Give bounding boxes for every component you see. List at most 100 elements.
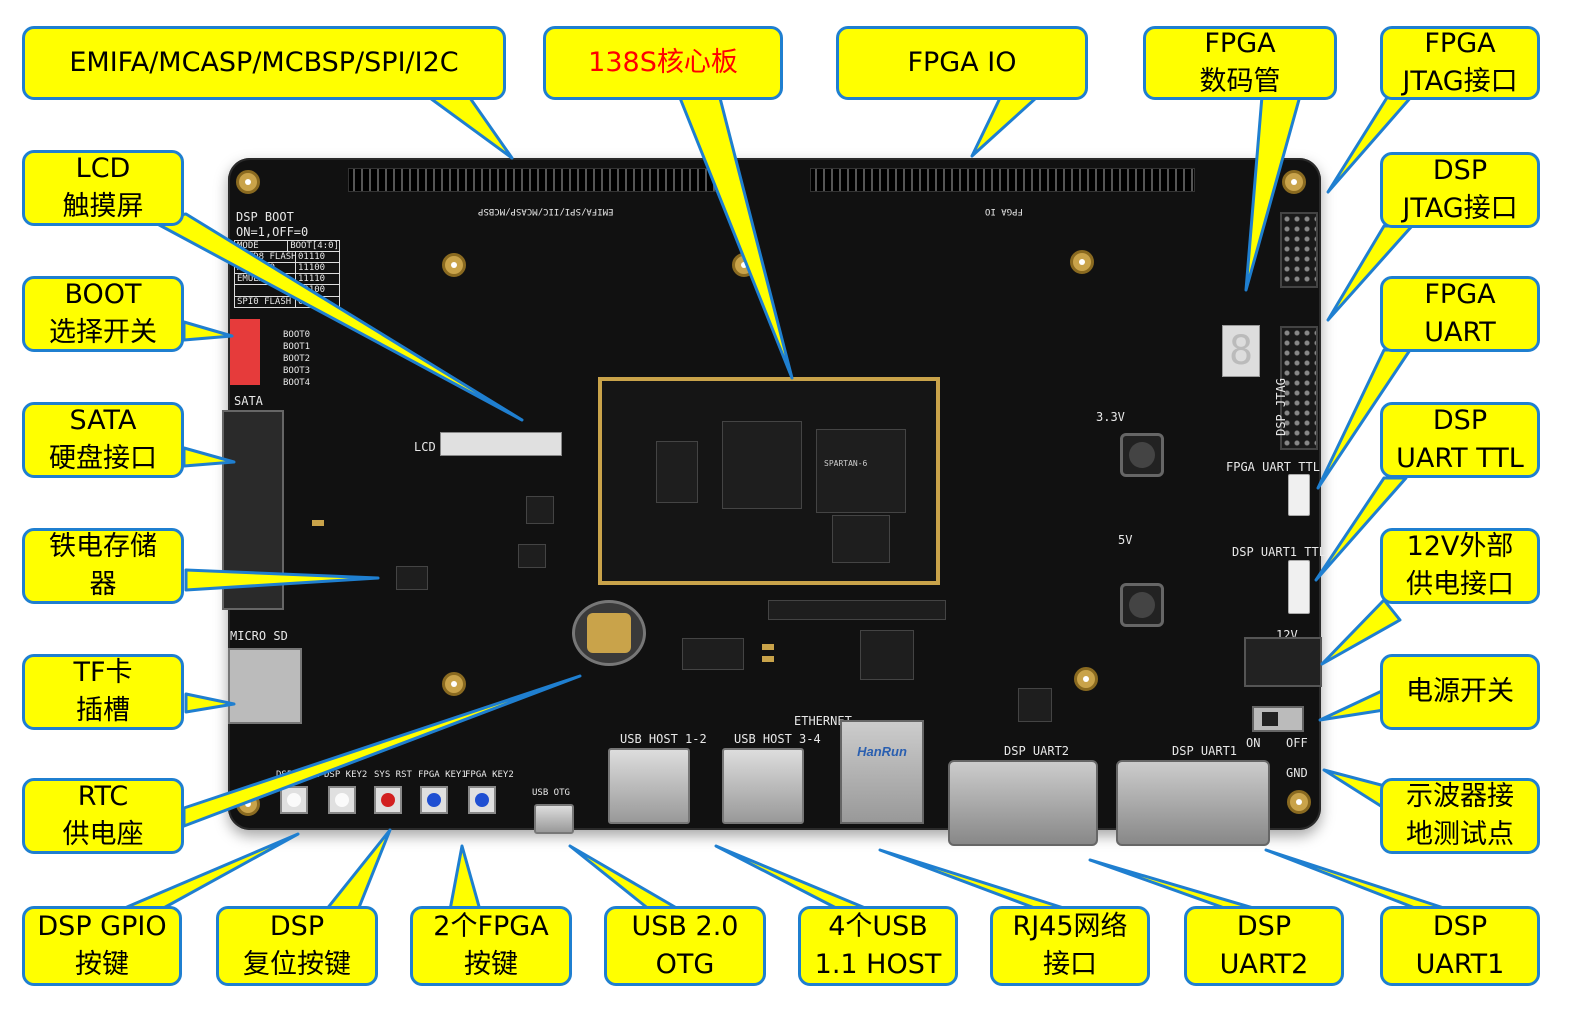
arrow-rtc [182,674,582,828]
on-silk: ON [1246,736,1261,750]
callout-scope-gnd: 示波器接 地测试点 [1380,778,1540,854]
callout-fpga-jtag: FPGA JTAG接口 [1380,26,1540,100]
callout-emifa-text: EMIFA/MCASP/MCBSP/SPI/I2C [69,47,459,78]
ethernet-silk: ETHERNET [794,714,852,728]
ic-chip [526,496,554,524]
callout-tf-line2: 插槽 [76,695,130,726]
dsp-key1-button[interactable] [280,786,308,814]
callout-dsp-jtag: DSP JTAG接口 [1380,152,1540,228]
sata-silk: SATA [234,394,263,408]
callout-boot-line1: BOOT [64,279,142,310]
callout-dsp-uart2-line1: DSP [1236,911,1292,942]
callout-usb-host: 4个USB 1.1 HOST [798,906,958,986]
arrow-boot [182,320,234,342]
fpga-jtag-header [1280,212,1318,288]
callout-usb-otg-line2: OTG [655,949,715,980]
callout-rtc: RTC 供电座 [22,778,184,854]
boot-table-cell: 01110 [298,252,326,262]
core-board: SPARTAN-6 [598,377,940,585]
dsp-uart2-silk: DSP UART2 [1004,744,1070,758]
dc-power-jack [1244,637,1322,687]
callout-fpga-jtag-line1: FPGA [1424,28,1496,59]
callout-dsp-uart-ttl-line2: UART TTL [1396,443,1524,474]
dsp-key2-button[interactable] [328,786,356,814]
v5-silk: 5V [1118,533,1133,547]
power-switch[interactable] [1252,706,1304,732]
callout-power-switch-text: 电源开关 [1406,676,1514,707]
dip-label: BOOT4 [283,378,311,388]
fram-chip [396,566,428,590]
key-silk: FPGA KEY2 [465,770,514,780]
fpga-key1-button[interactable] [420,786,448,814]
callout-fpga-jtag-line2: JTAG接口 [1402,66,1518,97]
lcd-silk: LCD [414,440,436,454]
arrow-usb-otg [568,844,682,912]
usb-host-port [722,748,804,824]
key-silk: DSP KEY2 [324,770,368,780]
gnd-silk: GND [1286,766,1308,780]
callout-rj45-line1: RJ45网络 [1012,911,1128,942]
mounting-hole [1287,790,1311,814]
callout-rj45-line2: 接口 [1043,949,1097,980]
arrow-dsp-reset [324,828,392,912]
usb-otg-port [534,804,574,834]
callout-emifa: EMIFA/MCASP/MCBSP/SPI/I2C [22,26,506,100]
fpga-chip-label: SPARTAN-6 [824,459,868,468]
on-off-silk: ON=1,OFF=0 [236,225,309,239]
boot-dip-switch[interactable] [230,319,260,385]
header-strip [768,600,946,620]
callout-fpga-seg-line2: 数码管 [1199,66,1281,97]
dsp-jtag-header [1280,326,1318,450]
fpga-key2-button[interactable] [468,786,496,814]
inductor [1120,433,1164,477]
callout-tf-line1: TF卡 [73,657,133,688]
dip-label: BOOT0 [283,330,311,340]
mounting-hole [442,253,466,277]
boot-table-cell: 11110 [298,274,326,284]
callout-scope-gnd-line2: 地测试点 [1406,819,1514,850]
callout-sata-line2: 硬盘接口 [49,443,157,474]
arrow-dsp-uart2 [1088,858,1262,912]
callout-core-board-text: 138S核心板 [588,47,738,78]
fpga-uart-connector [1288,474,1310,516]
ic-chip [518,544,546,568]
tf-card-slot[interactable] [228,648,302,724]
callout-dsp-uart-ttl: DSP UART TTL [1380,402,1540,478]
sys-reset-button[interactable] [374,786,402,814]
inductor [1120,583,1164,627]
dsp-boot-silk: DSP BOOT [236,210,294,224]
callout-boot-line2: 选择开关 [49,317,157,348]
rj45-port: HanRun [840,720,924,824]
callout-lcd-line2: 触摸屏 [62,191,144,222]
arrow-fpga-seg [1244,94,1302,292]
dsp-uart1-ttl-silk: DSP UART1 TTL [1232,545,1326,559]
usb-host-34-silk: USB HOST 3-4 [734,732,821,746]
callout-usb-otg: USB 2.0 OTG [604,906,766,986]
callout-fpga-io-text: FPGA IO [907,47,1017,78]
callout-usb-host-line1: 4个USB [828,911,928,942]
callout-boot: BOOT 选择开关 [22,276,184,352]
hanrun-logo: HanRun [857,744,907,759]
boot-table-cell: 11100 [298,263,326,273]
callout-fpga-seg: FPGA 数码管 [1143,26,1337,100]
usb-host-12-silk: USB HOST 1-2 [620,732,707,746]
callout-dsp-uart1-line1: DSP [1432,911,1488,942]
usb-otg-silk: USB OTG [532,788,570,798]
callout-tf: TF卡 插槽 [22,654,184,730]
callout-fpga-uart-line2: UART [1424,317,1496,348]
arrow-rj45 [878,848,1072,912]
callout-rtc-line2: 供电座 [62,819,144,850]
callout-12v-power: 12V外部 供电接口 [1380,528,1540,604]
memory-chip [832,515,890,563]
callout-12v-power-line2: 供电接口 [1406,569,1514,600]
arrow-lcd [148,212,524,422]
callout-dsp-uart2-line2: UART2 [1219,949,1309,980]
callout-fram: 铁电存储 器 [22,528,184,604]
boot-table-cell: NAND8 FLASH [237,252,297,262]
arrow-dsp-uart-ttl [1314,476,1408,582]
fpga-uart-ttl-silk: FPGA UART TTL [1226,460,1320,474]
callout-12v-power-line1: 12V外部 [1406,531,1514,562]
callout-fpga-io: FPGA IO [836,26,1088,100]
mounting-hole [1070,250,1094,274]
